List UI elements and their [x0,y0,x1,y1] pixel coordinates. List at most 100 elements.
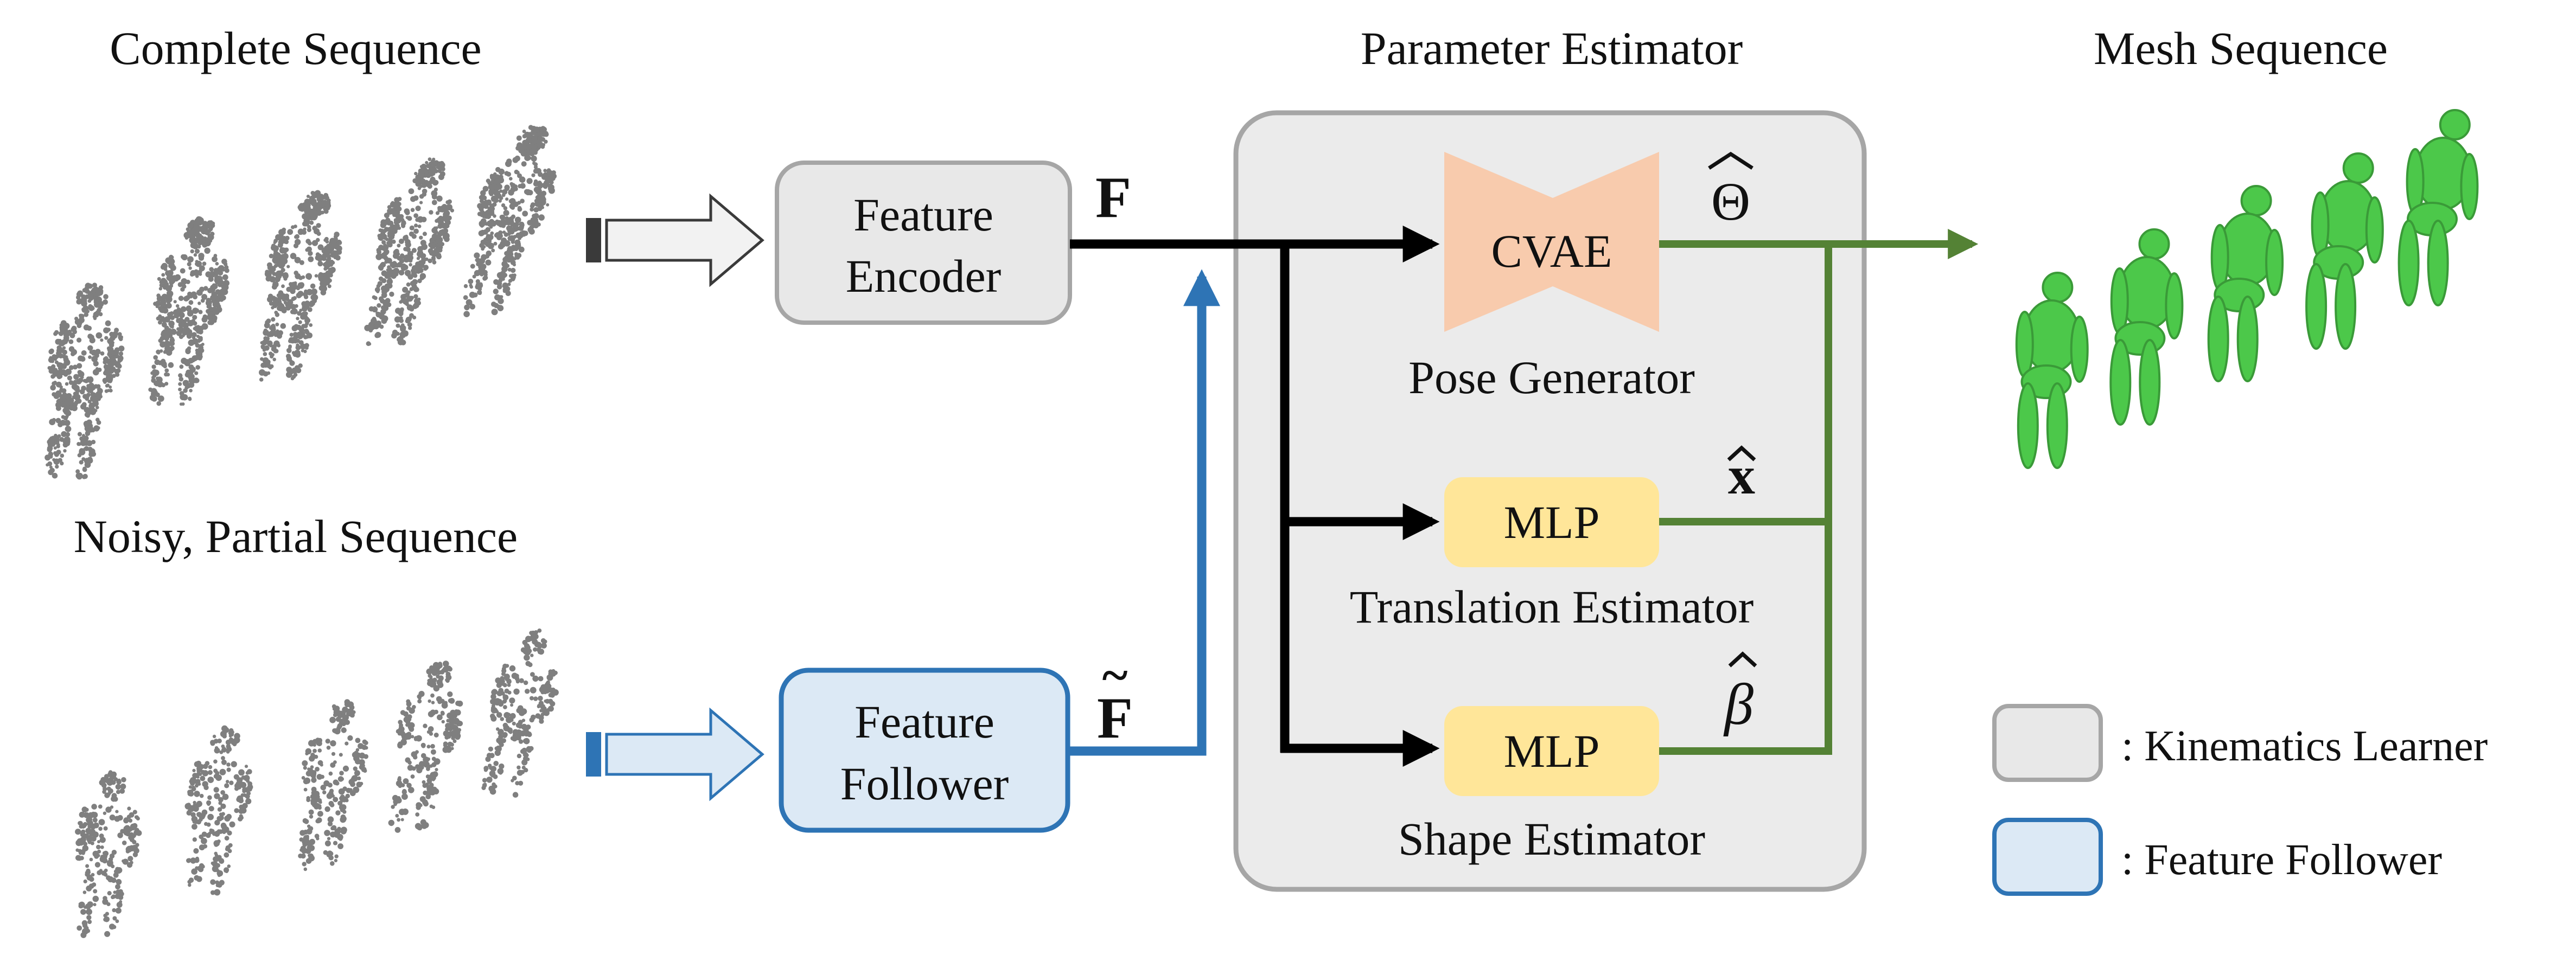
point-cloud-point [521,759,528,766]
shape-mlp-label: MLP [1504,725,1600,777]
point-cloud-point [493,279,499,285]
point-cloud-point [245,798,252,805]
point-cloud-point [493,303,499,309]
human-mesh-icon [2046,382,2068,469]
point-cloud-point [521,161,527,167]
point-cloud-point [73,374,79,380]
point-cloud-point [63,449,67,453]
point-cloud-point [509,730,513,734]
feature-encoder-block: Feature Encoder [775,161,1072,325]
point-cloud-point [507,232,511,236]
point-cloud-point [386,271,392,278]
point-cloud-point [114,893,120,900]
point-cloud-point [340,816,346,823]
point-cloud-point [396,331,400,336]
point-cloud-point [167,312,173,318]
point-cloud-point [92,287,97,292]
point-cloud-point [406,282,411,287]
point-cloud-point [412,304,418,309]
point-cloud-point [229,732,234,737]
point-cloud-point [241,775,246,780]
point-cloud-point [484,200,488,204]
point-cloud-point [56,450,61,455]
point-cloud-point [499,169,503,174]
point-cloud-point [108,365,112,369]
point-cloud-point [547,684,552,688]
point-cloud-point [514,169,519,175]
point-cloud-point [59,339,63,344]
point-cloud-point [326,746,331,750]
point-cloud-point [482,783,487,788]
legend-label-kinematics-learner: : Kinematics Learner [2121,722,2488,770]
point-cloud-point [419,172,425,178]
point-cloud-point [181,254,186,259]
point-cloud-point [337,248,341,252]
point-cloud-point [280,261,285,267]
point-cloud-point [505,290,511,297]
point-cloud-point [416,805,421,810]
point-cloud-point [336,239,342,245]
point-cloud-point [163,364,167,369]
point-cloud-point [55,464,59,469]
point-cloud-point [523,680,528,685]
point-cloud-point [226,745,231,749]
point-cloud-point [280,323,286,329]
point-cloud-point [181,402,185,406]
cvae-label: CVAE [1491,225,1612,277]
point-cloud-point [438,215,443,221]
point-cloud-point [266,371,271,375]
point-cloud-point [482,778,487,783]
point-cloud-point [109,388,113,393]
point-cloud-point [52,381,56,386]
point-cloud-point [522,210,528,217]
point-cloud-point [507,683,511,687]
point-cloud-point [299,309,303,312]
point-cloud-point [50,374,55,379]
point-cloud-point [194,820,198,824]
point-cloud-point [457,728,462,732]
point-cloud-point [76,925,82,931]
point-cloud-point [327,284,331,288]
point-cloud-point [330,861,335,866]
point-cloud-point [315,209,322,216]
point-cloud-point [214,275,220,281]
point-cloud-point [94,862,100,868]
point-cloud-point [87,920,92,924]
point-cloud-point [201,294,208,300]
point-cloud-point [541,182,547,188]
point-cloud-point [431,200,437,206]
point-cloud-point [493,241,498,246]
point-cloud-point [194,784,199,788]
point-cloud-point [174,274,181,281]
point-cloud-point [445,733,451,739]
point-cloud-point [214,793,220,799]
point-cloud-point [220,803,226,809]
point-cloud-point [221,824,227,829]
point-cloud-point [205,299,212,306]
point-cloud-point [96,844,101,850]
point-cloud-point [97,368,102,372]
point-cloud-point [79,313,82,318]
point-cloud-point [216,855,222,860]
point-cloud-point [156,296,163,302]
point-cloud-point [136,816,140,820]
point-cloud-point [91,811,95,815]
point-cloud-point [391,805,395,809]
point-cloud-point [329,716,336,723]
point-cloud-point [198,255,205,261]
point-cloud-point [524,756,528,760]
point-cloud-point [280,306,286,312]
point-cloud-point [449,698,455,704]
point-cloud-point [490,694,496,700]
point-cloud-point [94,834,98,837]
point-cloud-point [82,824,86,828]
point-cloud-point [164,304,168,307]
point-cloud-point [319,196,323,200]
point-cloud-point [187,320,194,326]
point-cloud-point [503,240,511,247]
follower-output-tilde: ~ [1102,649,1128,702]
point-cloud-point [240,807,247,814]
point-cloud-point [493,184,498,189]
point-cloud-point [342,810,347,814]
point-cloud-point [520,647,526,653]
